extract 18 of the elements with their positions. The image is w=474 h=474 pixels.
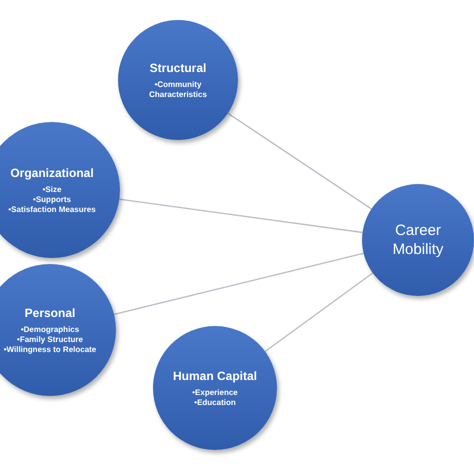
bullet-item: •Community Characteristics (148, 80, 208, 100)
bullet-item: •Supports (33, 194, 71, 204)
connector-line (228, 112, 372, 210)
connector-line (119, 198, 363, 234)
circle-heading: Human Capital (172, 368, 257, 384)
connector-line (264, 272, 374, 352)
bullet-item: •Willingness to Relocate (4, 344, 96, 354)
connector-line (114, 252, 364, 315)
bullet-item: •Satisfaction Measures (8, 204, 96, 214)
circle-heading: Structural (150, 60, 206, 76)
bullet-item: •Experience (192, 388, 238, 398)
circle-heading: Organizational (10, 166, 94, 180)
bullet-item: •Demographics (20, 324, 80, 334)
bullet-item: •Education (194, 398, 236, 408)
bullet-item: •Size (42, 184, 62, 194)
bullet-item: •Family Structure (17, 334, 83, 344)
circle-heading: Career Mobility (392, 221, 444, 259)
circle-heading: Personal (24, 306, 76, 320)
